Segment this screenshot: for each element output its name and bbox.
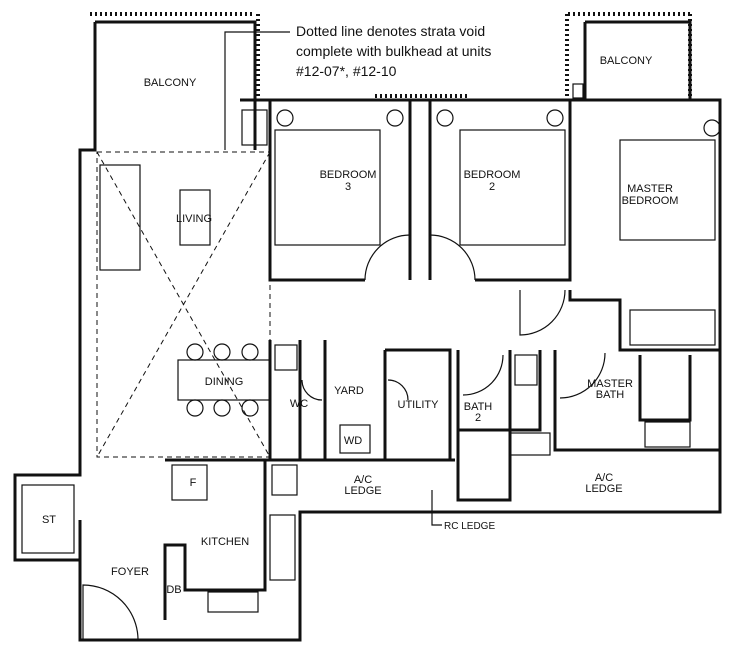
sofa: [99, 164, 141, 271]
label-living: LIVING: [176, 213, 212, 225]
outer-walls: [13, 20, 722, 642]
master-bed: [619, 139, 716, 241]
coffee-table: [179, 189, 211, 246]
bed-2: [459, 129, 566, 246]
label-db: DB: [166, 584, 181, 596]
label-ac-ledge-right-l2: LEDGE: [585, 483, 622, 495]
label-ac-ledge-left-l2: LEDGE: [344, 485, 381, 497]
label-ac-ledge-right-l1: A/C: [595, 472, 613, 484]
label-wd: WD: [344, 435, 362, 447]
fridge: [171, 464, 208, 501]
strata-void-outline: [96, 151, 271, 458]
label-bath2-l1: BATH: [464, 401, 493, 413]
note-line-1: Dotted line denotes strata void: [296, 23, 485, 39]
interior-walls: [78, 100, 720, 640]
label-dining: DINING: [205, 376, 244, 388]
label-bedroom3-l2: 3: [345, 181, 351, 193]
doors: [82, 234, 606, 641]
note-line-2: complete with bulkhead at units: [296, 43, 491, 59]
label-utility: UTILITY: [398, 399, 440, 411]
hob: [207, 591, 259, 613]
note-leader: [224, 31, 290, 150]
strata-void-note: Dotted line denotes strata void complete…: [296, 23, 491, 79]
label-ac-ledge-left-l1: A/C: [354, 474, 372, 486]
label-master-bath-l1: MASTER: [587, 378, 633, 390]
label-fridge: F: [190, 477, 197, 489]
label-balcony-right: BALCONY: [600, 55, 653, 67]
label-master-bedroom-l2: BEDROOM: [622, 195, 679, 207]
label-bedroom2-l1: BEDROOM: [464, 169, 521, 181]
label-master-bath-l2: BATH: [596, 389, 625, 401]
label-yard: YARD: [334, 385, 364, 397]
label-kitchen: KITCHEN: [201, 536, 249, 548]
label-rc-ledge: RC LEDGE: [444, 521, 495, 532]
label-balcony-left: BALCONY: [144, 77, 197, 89]
master-wardrobe: [629, 309, 716, 346]
label-st: ST: [42, 514, 56, 526]
washer-dryer: [339, 424, 371, 454]
label-bath2-l2: 2: [475, 412, 481, 424]
bed-3: [274, 129, 381, 246]
furniture: [99, 83, 721, 613]
label-bedroom3-l1: BEDROOM: [320, 169, 377, 181]
label-wc: WC: [290, 398, 308, 410]
note-line-3: #12-07*, #12-10: [296, 63, 397, 79]
label-foyer: FOYER: [111, 566, 149, 578]
rc-ledge-leader: [431, 490, 442, 526]
label-bedroom2-l2: 2: [489, 181, 495, 193]
label-master-bedroom-l1: MASTER: [627, 183, 673, 195]
